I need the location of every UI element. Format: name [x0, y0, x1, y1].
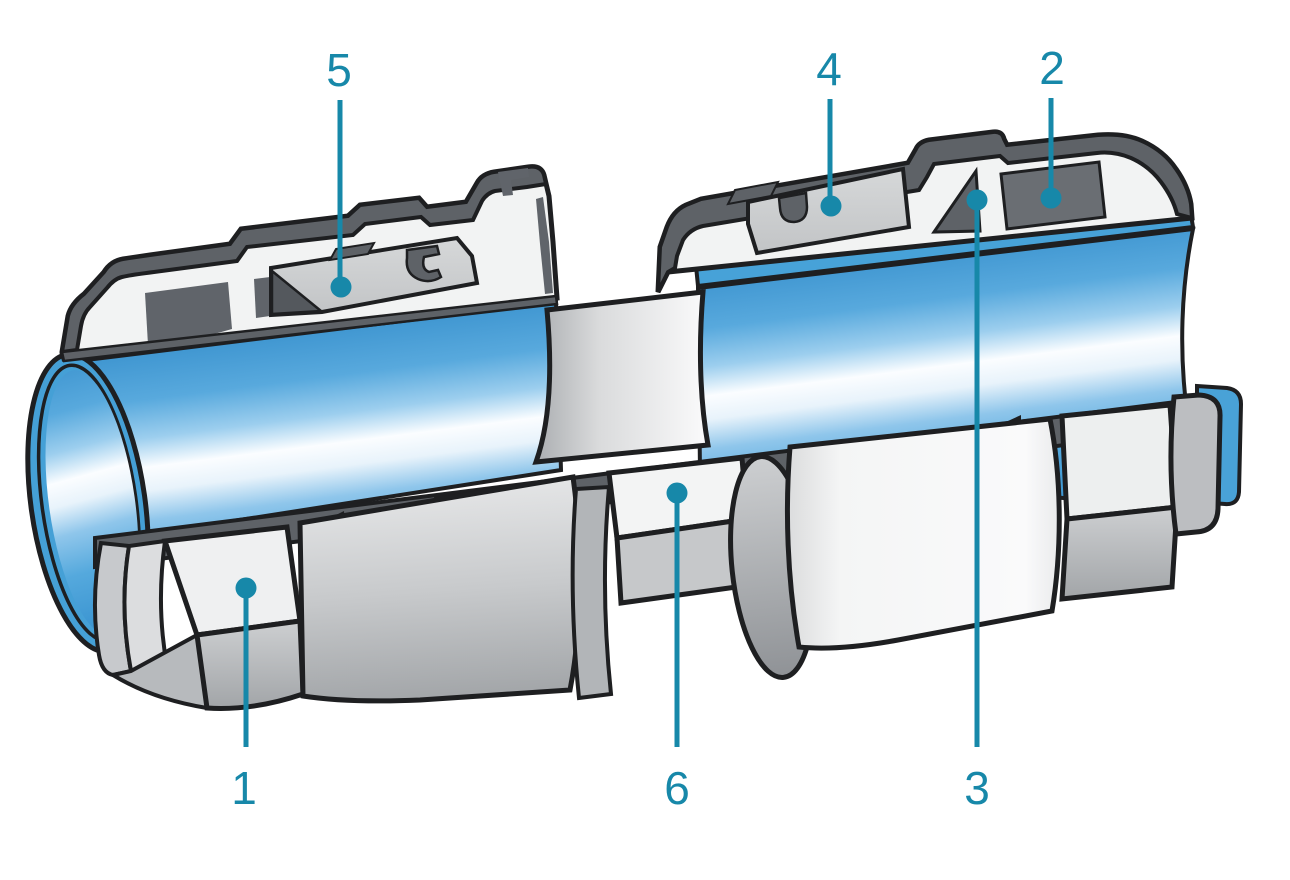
- callout-label-3: 3: [964, 762, 990, 814]
- callout-dot-2: [1040, 187, 1062, 209]
- insert-notch-right: [777, 191, 809, 224]
- cutaway-shell-left: [59, 164, 560, 363]
- callout-dot-6: [666, 482, 688, 504]
- right-flange-disc: [1168, 392, 1223, 537]
- flange-sliver-left: [570, 484, 614, 701]
- callout-label-5: 5: [326, 44, 352, 96]
- fitting-center-body: [532, 289, 711, 465]
- shell-left-wall-edge: [536, 197, 553, 294]
- callout-label-1: 1: [231, 762, 257, 814]
- right-body-barrel: [784, 416, 1062, 651]
- callout-label-6: 6: [664, 762, 690, 814]
- sleeve-edge-left: [60, 294, 559, 363]
- callouts: 5 4 2 1 6 3: [231, 42, 1065, 814]
- callout-dot-5: [330, 276, 352, 298]
- fitting-body-right: [784, 392, 1223, 651]
- cutaway-shell-right: [655, 129, 1195, 294]
- callout-label-4: 4: [816, 43, 842, 95]
- shell-left-cavity-notch: [498, 168, 529, 196]
- nut-left-hex-facet-bottom: [194, 618, 306, 711]
- shell-left-cavity-a: [145, 282, 232, 345]
- shell-left-outer-skin: [59, 164, 549, 355]
- insert-slot-right: [726, 180, 780, 206]
- nut-left-ring-inner: [122, 538, 170, 674]
- compression-nut-left: [92, 474, 614, 711]
- grab-ring-tooth-left: [270, 268, 325, 316]
- nut-right-hex-facet-top: [1059, 402, 1180, 522]
- nut-right-hex-facet-bottom: [1059, 504, 1180, 602]
- callout-dot-3: [966, 189, 988, 211]
- callout-label-2: 2: [1039, 42, 1065, 94]
- shell-left-cavity-b: [254, 277, 270, 318]
- callout-dot-4: [820, 195, 842, 217]
- nut-left-hex-facet-top: [161, 524, 303, 638]
- retainer-clip-left: [405, 244, 443, 283]
- callout-dot-1: [235, 577, 257, 599]
